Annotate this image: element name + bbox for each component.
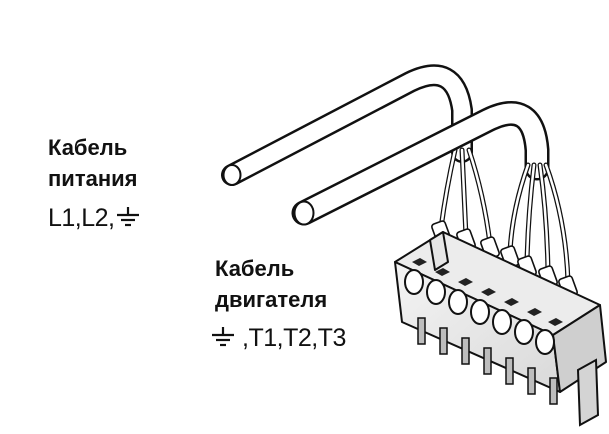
- power-cable-terminals: L1,L2,: [48, 206, 141, 231]
- power-cable-end: [222, 164, 242, 186]
- terminal-slots: [412, 258, 563, 326]
- ground-symbol-icon: [115, 206, 141, 228]
- motor-cable-terminals: ,T1,T2,T3: [210, 326, 346, 351]
- terminal-pins: [417, 317, 558, 405]
- power-cable-title-line2: питания: [48, 166, 138, 191]
- power-cable-title-line1: Кабель: [48, 135, 128, 160]
- ground-symbol-icon: [210, 326, 236, 348]
- power-cable: [221, 64, 473, 186]
- motor-cable-wires: [507, 162, 571, 285]
- motor-cable-title-line1: Кабель: [215, 256, 295, 281]
- terminal-screw-openings: [404, 269, 555, 355]
- terminal-flange: [576, 358, 600, 427]
- motor-cable-title-line2: двигателя: [215, 287, 328, 312]
- power-cable-terminal-list: L1,L2,: [48, 204, 115, 232]
- motor-cable-terminal-list: ,T1,T2,T3: [242, 324, 346, 352]
- motor-cable-end: [293, 200, 315, 226]
- motor-cable: [291, 101, 550, 226]
